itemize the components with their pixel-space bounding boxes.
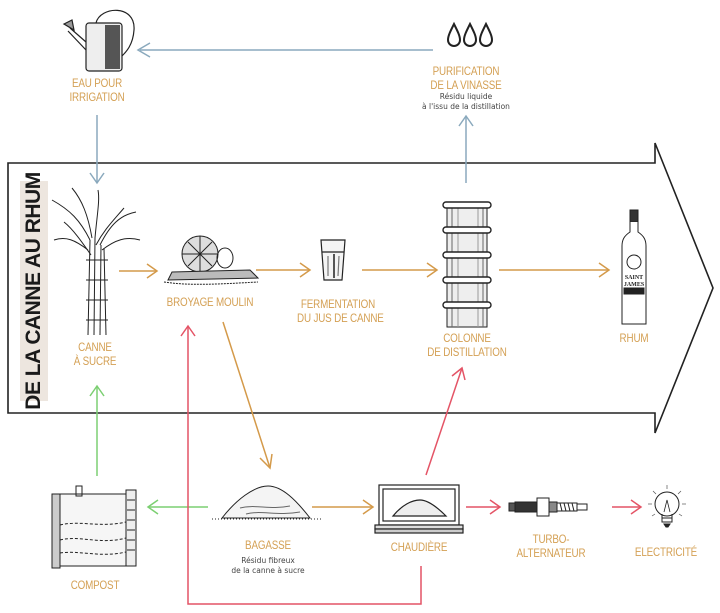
label-colonne-line-2: de distillation: [427, 345, 507, 359]
flow-fermentation-to-colonne: [362, 262, 439, 278]
compost-bin-icon: [51, 485, 137, 569]
boiler-icon: [374, 484, 464, 534]
title-band: [20, 181, 48, 401]
flow-vinasse-to-irrigation: [136, 42, 433, 58]
flow-chaudiere-to-colonne: [425, 366, 466, 476]
flow-compost-to-canne: [89, 384, 105, 476]
flow-colonne-to-vinasse: [458, 114, 474, 183]
flow-bagasse-to-chaudiere: [312, 499, 375, 515]
water-mill-icon: [163, 235, 260, 285]
label-electricite: Electricité: [633, 545, 699, 559]
flow-irrigation-to-canne: [89, 115, 105, 185]
flow-turbo-to-electricite: [612, 499, 643, 515]
label-chaudiere-line-1: Chaudière: [390, 540, 448, 554]
flow-broyage-to-bagasse: [222, 321, 273, 470]
label-colonne: Colonne de distillation: [426, 331, 508, 359]
label-rhum: Rhum: [609, 331, 658, 345]
label-canne: Canne à sucre: [66, 340, 123, 368]
flow-colonne-to-rhum: [499, 262, 611, 278]
sub-vinasse-line-1: Résidu liquide: [439, 92, 493, 101]
turbine-icon: [508, 497, 588, 517]
label-bagasse: Bagasse: [235, 538, 301, 552]
label-electricite-line-1: Electricité: [634, 545, 698, 559]
label-vinasse-line-1: Purification: [432, 64, 500, 78]
watering-can-icon: [62, 9, 135, 72]
flow-chaudiere-to-broyage: [180, 324, 422, 605]
label-turbo-line-2: alternateur: [516, 546, 586, 560]
flow-broyage-to-fermentation: [256, 262, 312, 278]
label-broyage-line-1: Broyage moulin: [166, 295, 254, 309]
label-irrigation: Eau pour irrigation: [64, 76, 130, 104]
distillation-column-icon: [442, 201, 492, 328]
label-vinasse: Purification de la vinasse: [425, 64, 507, 92]
sub-bagasse-line-2: de la canne à sucre: [231, 566, 305, 575]
flow-canne-to-broyage: [119, 263, 159, 279]
label-turbo: Turbo- alternateur: [514, 532, 588, 560]
label-vinasse-line-2: de la vinasse: [430, 78, 502, 92]
diagram-title: DE LA CANNE AU RHUM: [22, 172, 45, 410]
main-process-arrow-outline: [7, 142, 714, 434]
bottle-brand-line-2: JAMES: [624, 282, 645, 288]
label-turbo-line-1: Turbo-: [532, 532, 570, 546]
label-irrigation-line-1: Eau pour: [71, 76, 123, 90]
water-drops-icon: [446, 21, 494, 47]
label-broyage: Broyage moulin: [165, 295, 255, 309]
label-rhum-line-1: Rhum: [619, 331, 649, 345]
light-bulb-icon: [648, 485, 686, 528]
flow-chaudiere-to-turbo: [466, 499, 502, 515]
bagasse-pile-icon: [212, 485, 322, 520]
label-irrigation-line-2: irrigation: [69, 90, 125, 104]
label-bagasse-line-1: Bagasse: [245, 538, 291, 552]
sub-vinasse: Résidu liquide à l'issu de la distillati…: [406, 92, 526, 112]
glass-icon: [320, 239, 346, 281]
bottle-brand-line-1: SAINT: [625, 275, 643, 281]
label-compost: Compost: [62, 578, 128, 592]
label-fermentation-line-1: Fermentation: [300, 297, 376, 311]
label-colonne-line-1: Colonne: [443, 331, 491, 345]
sub-vinasse-line-2: à l'issu de la distillation: [422, 102, 510, 111]
sub-bagasse-line-1: Résidu fibreux: [241, 556, 295, 565]
rum-bottle-icon: SAINT JAMES: [621, 209, 647, 325]
flow-bagasse-to-compost: [146, 499, 208, 515]
sub-bagasse: Résidu fibreux de la canne à sucre: [208, 556, 328, 576]
label-chaudiere: Chaudière: [386, 540, 452, 554]
sugar-cane-icon: [51, 187, 141, 336]
label-fermentation-line-2: du jus de canne: [297, 311, 384, 325]
label-canne-line-1: Canne: [78, 340, 112, 354]
label-compost-line-1: Compost: [70, 578, 120, 592]
label-canne-line-2: à sucre: [73, 354, 117, 368]
label-fermentation: Fermentation du jus de canne: [297, 297, 384, 325]
